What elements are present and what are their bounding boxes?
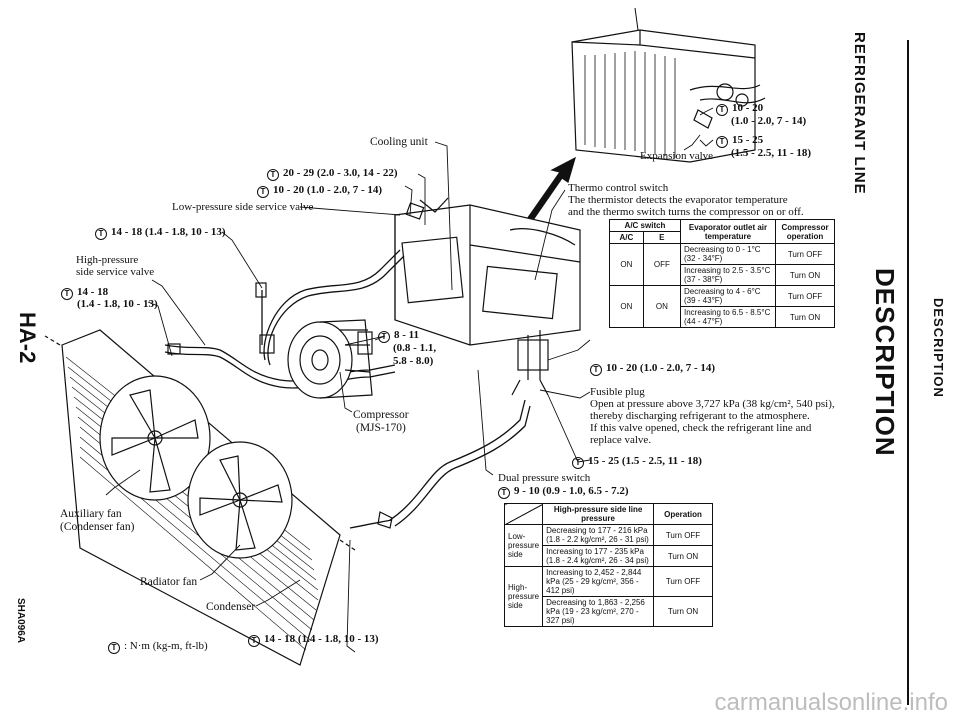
compressor-label: Compressor — [353, 409, 409, 421]
th-operation: Operation — [653, 503, 713, 525]
dual-pressure-switch-title: Dual pressure switch — [498, 472, 591, 484]
high-pressure-valve-label-2: side service valve — [76, 266, 155, 278]
high-pressure-valve-label-1: High-pressure — [76, 254, 139, 266]
fusible-plug-desc-2: thereby discharging refrigerant to the a… — [590, 410, 810, 422]
torque-icon: T — [108, 642, 120, 654]
thermo-switch-desc-1: The thermistor detects the evaporator te… — [568, 194, 788, 206]
low-pressure-side-cell: Low-pressure side — [503, 524, 544, 567]
th-e: E — [642, 231, 682, 244]
torque-icon: T — [257, 186, 269, 198]
table-row: High-pressure side Increasing to 2,452 -… — [503, 566, 713, 627]
th-ac-switch: A/C switch — [609, 219, 681, 232]
compressor-illustration — [287, 319, 373, 399]
evaporator-core-illustration — [571, 7, 766, 163]
torque-icon: T — [95, 228, 107, 240]
torque-icon: T — [572, 457, 584, 469]
fittings — [167, 202, 425, 529]
torque-label-8-11-sub-1: (0.8 - 1.1, — [393, 342, 437, 354]
table-row: Increasing to 2.5 - 3.5°C (37 - 38°F) Tu… — [610, 264, 835, 286]
condenser-label: Condenser — [206, 601, 256, 613]
high-pressure-side-cell: High-pressure side — [503, 566, 544, 627]
refrigerant-lines — [164, 249, 531, 529]
thermo-switch-table: A/C switch Evaporator outlet air tempera… — [609, 219, 835, 328]
auxiliary-fan-illustration — [99, 375, 211, 501]
th-ac: A/C — [609, 231, 644, 244]
torque-icon: T — [267, 169, 279, 181]
torque-label-8-11-sub-2: 5.8 - 8.0) — [393, 355, 434, 367]
condenser-illustration — [44, 329, 356, 666]
page-title: DESCRIPTION — [870, 268, 900, 457]
torque-legend: T: N·m (kg-m, ft-lb) — [108, 640, 208, 654]
radiator-fan-label: Radiator fan — [140, 576, 198, 588]
radiator-fan-illustration — [187, 441, 293, 559]
table-row: Increasing to 177 - 235 kPa (1.8 - 2.4 k… — [505, 545, 713, 567]
section-header: REFRIGERANT LINE — [851, 32, 868, 195]
th-evaporator-outlet: Evaporator outlet air temperature — [680, 219, 776, 244]
torque-icon: T — [716, 104, 728, 116]
table-row: Decreasing to 1,863 - 2,256 kPa (19 - 23… — [505, 596, 713, 627]
torque-icon: T — [716, 136, 728, 148]
thermo-switch-desc-2: and the thermo switch turns the compress… — [568, 206, 804, 218]
torque-icon: T — [378, 331, 390, 343]
torque-icon: T — [498, 487, 510, 499]
th-compressor-operation: Compressor operation — [775, 219, 835, 244]
table-row: ON ON Decreasing to 4 - 6°C (39 - 43°F) … — [609, 285, 835, 328]
th-line-pressure: High-pressure side line pressure — [542, 503, 654, 525]
table-row: Increasing to 6.5 - 8.5°C (44 - 47°F) Tu… — [610, 306, 835, 328]
dual-pressure-table: High-pressure side line pressure Operati… — [503, 503, 713, 627]
page-number: HA-2 — [15, 312, 40, 364]
fusible-plug-title: Fusible plug — [590, 386, 645, 398]
figure-code: SHA096A — [15, 598, 26, 644]
fusible-plug-desc-3: If this valve opened, check the refriger… — [590, 422, 812, 434]
table-row: Low-pressure side Decreasing to 177 - 21… — [503, 524, 713, 567]
torque-icon: T — [248, 635, 260, 647]
condenser-fan-label: (Condenser fan) — [60, 521, 135, 533]
thermo-switch-title: Thermo control switch — [568, 182, 669, 194]
page-subtitle: DESCRIPTION — [931, 298, 946, 398]
torque-icon: T — [590, 364, 602, 376]
auxiliary-fan-label: Auxiliary fan — [60, 508, 122, 520]
torque-label-15-25-evap-sub: (1.5 - 2.5, 11 - 18) — [731, 147, 812, 159]
torque-icon: T — [61, 288, 73, 300]
th-corner — [503, 503, 544, 525]
watermark: carmanualsonline.info — [714, 689, 948, 716]
fusible-plug-desc-1: Open at pressure above 3,727 kPa (38 kg/… — [590, 398, 835, 410]
torque-label-14-18-b-sub: (1.4 - 1.8, 10 - 13) — [77, 298, 158, 310]
cooling-unit-illustration — [394, 197, 581, 396]
low-pressure-valve-label: Low-pressure side service valve — [172, 201, 314, 213]
cooling-unit-label: Cooling unit — [370, 136, 428, 148]
fusible-plug-desc-4: replace valve. — [590, 434, 652, 446]
expansion-valve-label: Expansion valve — [640, 150, 714, 162]
torque-label-10-20-evap-sub: (1.0 - 2.0, 7 - 14) — [731, 115, 807, 127]
table-row: ON OFF Decreasing to 0 - 1°C (32 - 34°F)… — [609, 243, 835, 286]
compressor-model-label: (MJS-170) — [356, 422, 406, 434]
